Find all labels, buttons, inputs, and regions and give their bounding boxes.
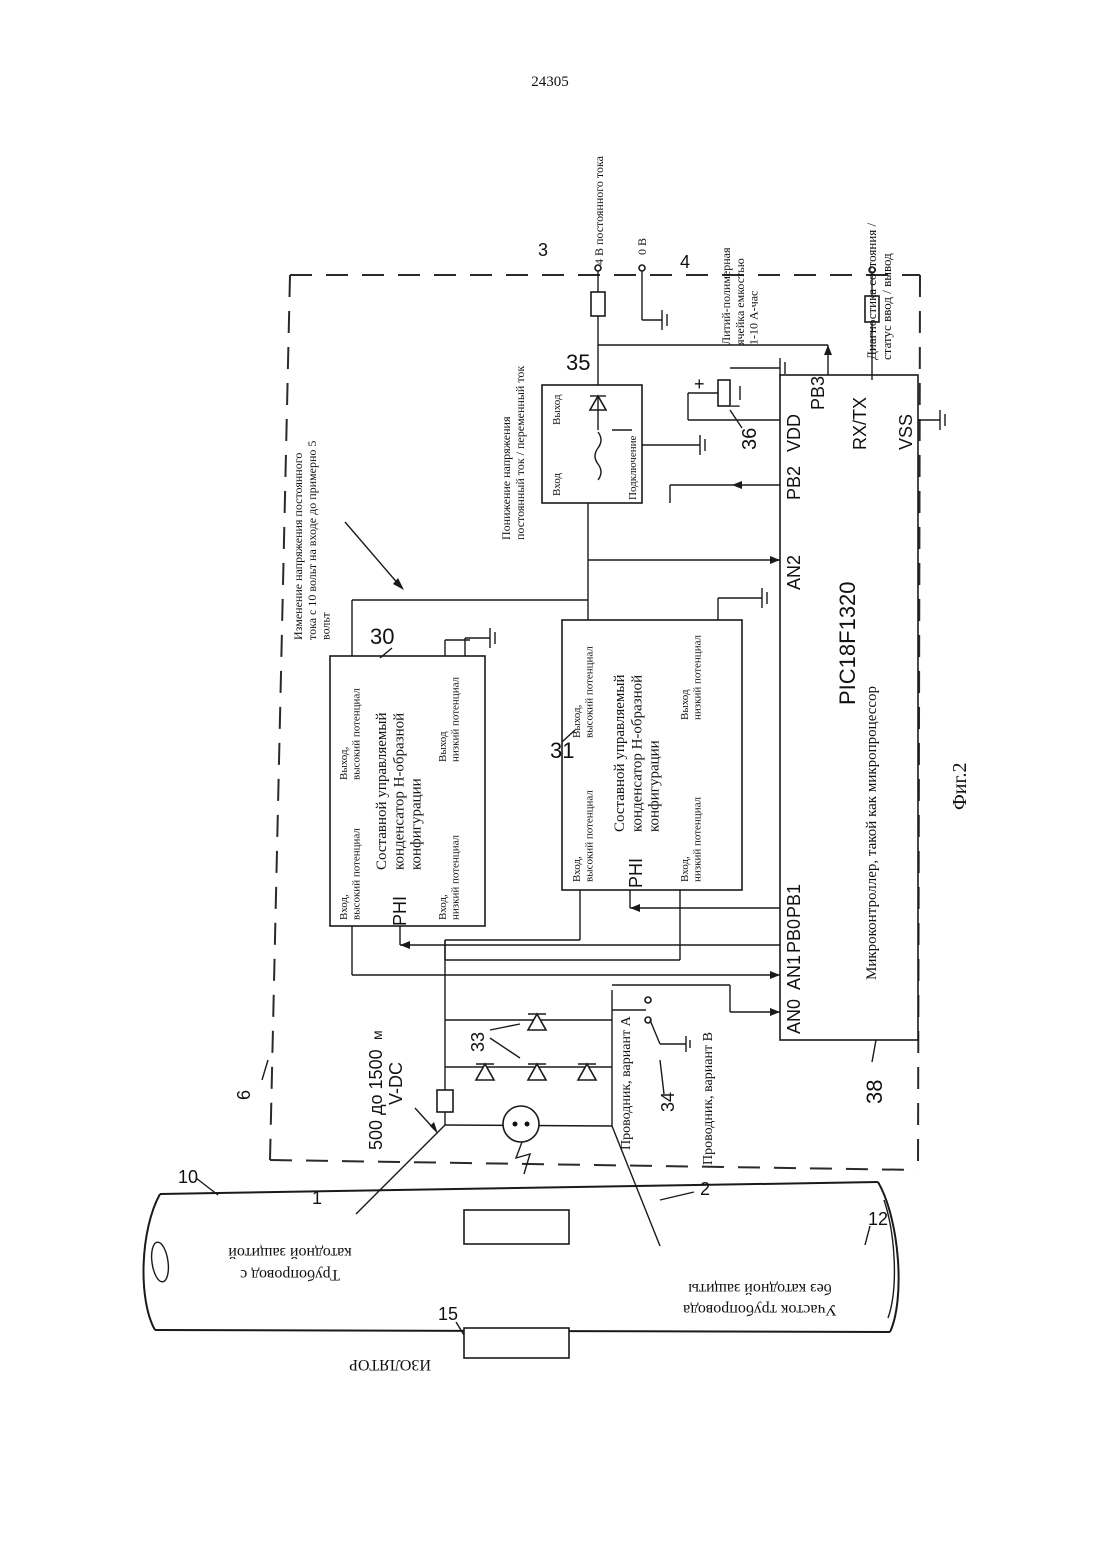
pin-an0: AN0 bbox=[784, 999, 804, 1034]
converter-connect: Подключение bbox=[627, 435, 639, 500]
pin-pb2: PB2 bbox=[784, 466, 804, 500]
unprotected-pipe-label-1: Участок трубопровода bbox=[683, 1301, 837, 1318]
battery-label: Литий-полимернаяячейка емкостью1-10 А-ча… bbox=[719, 247, 761, 345]
ref-10: 10 bbox=[178, 1167, 198, 1187]
pin-pb3: PB3 bbox=[808, 376, 828, 410]
ref-12: 12 bbox=[868, 1209, 888, 1229]
enclosure-ref: 6 bbox=[234, 1090, 254, 1100]
battery-plus: + bbox=[694, 374, 705, 394]
cap30-input-low: Вход, bbox=[437, 894, 449, 920]
pin-vdd: VDD bbox=[784, 414, 804, 452]
pin-an2: AN2 bbox=[784, 555, 804, 590]
mcu-38: PIC18F1320 Микроконтроллер, такой как ми… bbox=[780, 375, 945, 1104]
cap30-phi: PHI bbox=[390, 896, 410, 926]
pin-rxtx: RX/TX bbox=[850, 397, 870, 450]
capacitor-30: 30 Вход,высокий потенциал Выход,высокий … bbox=[330, 624, 495, 926]
diodes-ref: 33 bbox=[468, 1032, 488, 1052]
ref-15: 15 bbox=[438, 1304, 458, 1324]
cap31-output-high: Выход, bbox=[571, 704, 583, 738]
t4-ref: 4 bbox=[680, 252, 690, 272]
mcu-ref: 38 bbox=[862, 1080, 887, 1104]
converter-input: Вход bbox=[551, 473, 563, 496]
dc-note-text: Изменение напряжения постоянноготока с 1… bbox=[291, 441, 333, 640]
cap31-input-high: Вход, bbox=[571, 856, 583, 882]
switch-variant-a: Проводник, вариант А bbox=[619, 1015, 634, 1150]
mcu-description: Микроконтроллер, такой как микропроцессо… bbox=[864, 686, 880, 980]
switch-variant-b: Проводник, вариант В bbox=[701, 1032, 716, 1165]
voltage-unit: м bbox=[369, 1030, 385, 1040]
cap31-output-low: Выход bbox=[679, 689, 691, 720]
diag-label: Диагностика состояния /статус ввод / выв… bbox=[864, 222, 894, 360]
cap31-phi: PHI bbox=[626, 858, 646, 888]
mcu-chip: PIC18F1320 bbox=[835, 581, 860, 705]
wire-2-ref: 2 bbox=[700, 1179, 710, 1199]
converter-35: 35 Вход Выход Подключение Понижение напр… bbox=[499, 350, 705, 540]
voltage-label: 500 до 1500 м V-DC bbox=[366, 1030, 438, 1150]
t3-ref: 3 bbox=[538, 240, 548, 260]
cap30-ref: 30 bbox=[370, 624, 394, 649]
battery-ref: 36 bbox=[739, 428, 761, 450]
protected-pipe-label-1: Трубопровод с bbox=[240, 1266, 340, 1283]
pin-pb1: PB1 bbox=[784, 884, 804, 918]
t3-label: 4 В постоянного тока bbox=[592, 155, 606, 265]
voltage-line1: 500 до 1500 bbox=[366, 1049, 386, 1150]
wire-1-ref: 1 bbox=[312, 1188, 322, 1208]
unprotected-pipe-label-2: без катодной защиты bbox=[688, 1280, 832, 1297]
cap30-output-high: Выход, bbox=[338, 746, 350, 780]
figure-caption: Фиг.2 bbox=[949, 763, 971, 810]
dc-note: Изменение напряжения постоянноготока с 1… bbox=[291, 441, 404, 640]
switch-ref: 34 bbox=[658, 1092, 678, 1112]
converter-note: Понижение напряженияпостоянный ток / пер… bbox=[499, 366, 527, 540]
cap30-output-low: Выход bbox=[437, 731, 449, 762]
converter-output: Выход bbox=[551, 394, 563, 425]
cap30-input-high: Вход, bbox=[338, 894, 350, 920]
converter-ref: 35 bbox=[566, 350, 590, 375]
terminals: 3 4 В постоянного тока 4 0 В Диагностика… bbox=[538, 155, 894, 385]
cap31-input-low: Вход, bbox=[679, 856, 691, 882]
switch-34: 34 Проводник, вариант А Проводник, вариа… bbox=[612, 997, 716, 1165]
pin-pb0: PB0 bbox=[784, 919, 804, 953]
pin-an1: AN1 bbox=[784, 955, 804, 990]
protected-pipe-label-2: катодной защитой bbox=[228, 1244, 352, 1261]
voltage-line2: V-DC bbox=[386, 1062, 406, 1105]
isolator-label: ИЗОЛЯТОР bbox=[349, 1356, 431, 1373]
t4-label: 0 В bbox=[635, 238, 649, 255]
capacitor-31: 31 Вход,высокий потенциал Выход,высокий … bbox=[550, 588, 767, 890]
pin-vss: VSS bbox=[896, 414, 916, 450]
